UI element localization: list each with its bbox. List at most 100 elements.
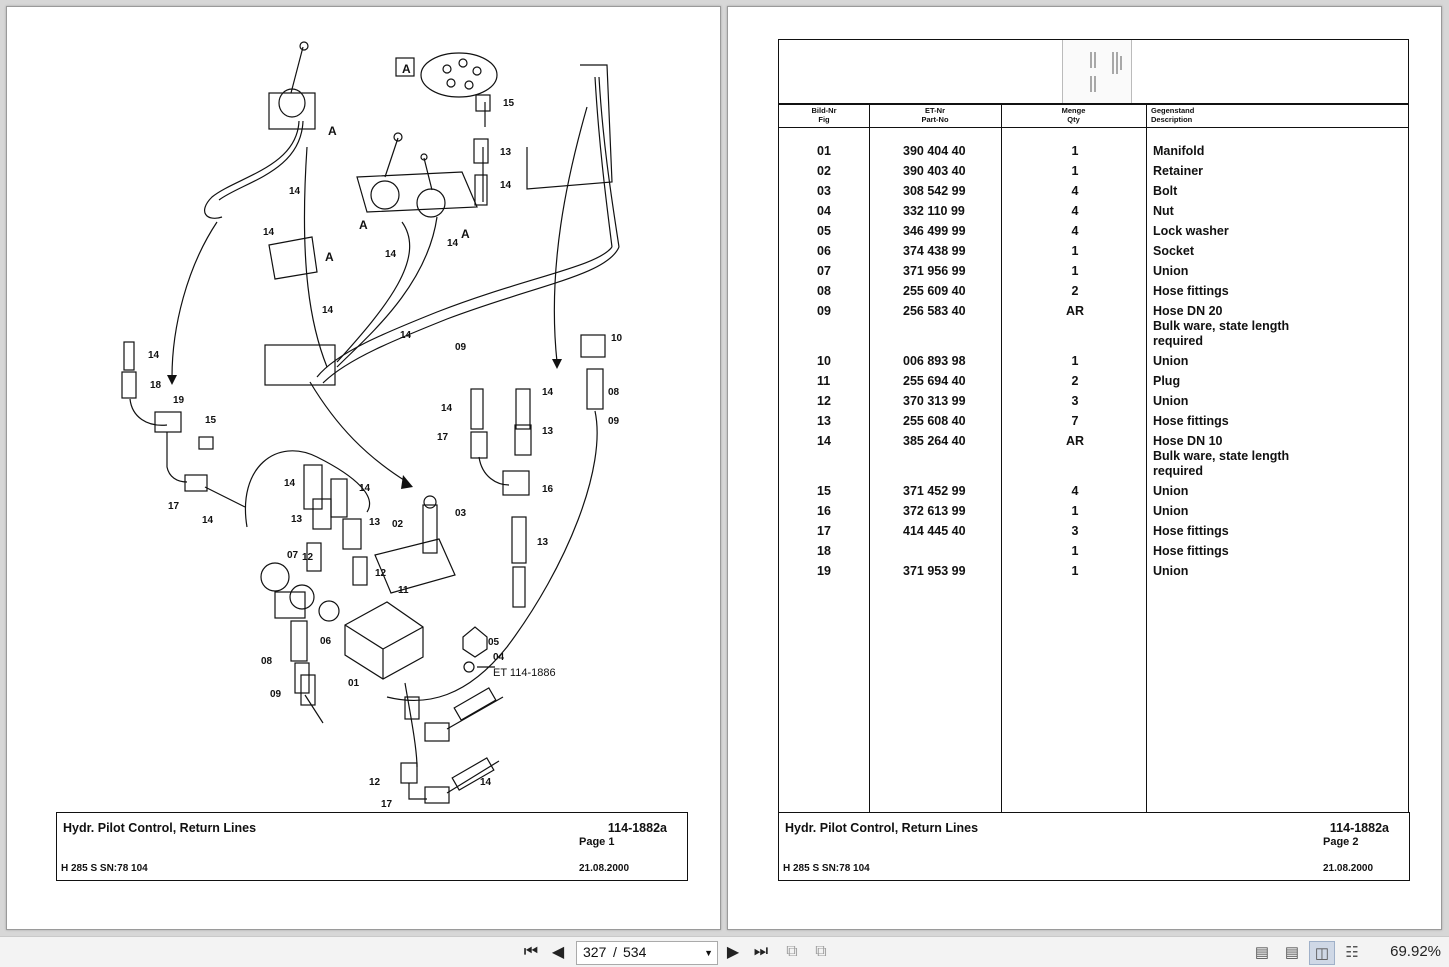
zoom-level[interactable]: 69.92%	[1390, 943, 1441, 960]
description-cell: Union	[1153, 354, 1313, 369]
rotate-prev-icon[interactable]: ⧉	[786, 943, 798, 960]
svg-text:14: 14	[441, 403, 453, 414]
date-label: 21.08.2000	[579, 863, 630, 874]
svg-text:14: 14	[284, 478, 296, 489]
svg-text:13: 13	[291, 514, 303, 525]
page-number-input[interactable]: 327 / 534 ▼	[576, 941, 718, 965]
svg-text:14: 14	[322, 305, 334, 316]
fig-cell: 18	[817, 544, 831, 558]
svg-text:03: 03	[455, 508, 467, 519]
svg-text:14: 14	[289, 186, 301, 197]
drawing-title: Hydr. Pilot Control, Return Lines	[785, 821, 979, 835]
description-line: Hose fittings	[1153, 544, 1229, 558]
first-page-icon[interactable]: ⏮	[523, 943, 539, 960]
fig-cell: 17	[817, 524, 831, 538]
doc-number: 114-1882a	[1329, 821, 1389, 835]
svg-text:12: 12	[375, 568, 387, 579]
svg-text:12: 12	[302, 552, 314, 563]
svg-text:14: 14	[385, 249, 397, 260]
svg-text:09: 09	[270, 689, 282, 700]
next-page-icon[interactable]: ▶	[726, 944, 740, 961]
svg-text:01: 01	[348, 678, 360, 689]
description-line: Hose fittings	[1153, 284, 1229, 298]
qty-cell: AR	[1065, 434, 1085, 448]
part-no-cell: 255 608 40	[903, 414, 966, 428]
part-no-cell: 385 264 40	[903, 434, 966, 448]
description-line: Hose fittings	[1153, 524, 1229, 538]
header-qty-de: Menge	[1061, 106, 1086, 115]
page-label: Page 1	[579, 836, 615, 848]
svg-text:06: 06	[320, 636, 332, 647]
date-label: 21.08.2000	[1323, 863, 1374, 874]
svg-text:A: A	[325, 250, 334, 264]
svg-text:14: 14	[202, 515, 214, 526]
fig-cell: 11	[817, 374, 831, 388]
description-line: Plug	[1153, 374, 1181, 388]
qty-cell: 7	[1071, 414, 1079, 428]
part-no-cell: 255 609 40	[903, 284, 966, 298]
svg-text:14: 14	[400, 330, 412, 341]
header-fig-de: Bild-Nr	[811, 106, 837, 115]
header-part-de: ET-Nr	[924, 106, 945, 115]
header-fig: Bild-Nr Fig	[779, 106, 869, 124]
svg-text:14: 14	[480, 777, 492, 788]
page-separator: /	[613, 944, 617, 960]
ref-label: ET 114-1886	[493, 667, 556, 679]
qty-cell: 3	[1071, 394, 1079, 408]
fig-cell: 12	[817, 394, 831, 408]
qty-cell: 1	[1071, 244, 1079, 258]
svg-text:12: 12	[369, 777, 381, 788]
svg-text:17: 17	[381, 799, 393, 807]
logo-stamp	[1062, 40, 1132, 103]
svg-text:A: A	[461, 227, 470, 241]
chevron-down-icon[interactable]: ▼	[704, 948, 713, 958]
header-qty-en: Qty	[1067, 115, 1080, 124]
facing-view-icon[interactable]: ◫	[1309, 941, 1335, 965]
fig-cell: 03	[817, 184, 831, 198]
svg-text:11: 11	[398, 585, 409, 596]
header-qty: Menge Qty	[1001, 106, 1146, 124]
prev-page-icon[interactable]: ◀	[551, 944, 565, 961]
description-cell: Socket	[1153, 244, 1313, 259]
fig-cell: 06	[817, 244, 831, 258]
qty-cell: 1	[1071, 504, 1079, 518]
current-page[interactable]: 327	[583, 944, 607, 960]
header-part-en: Part-No	[921, 115, 949, 124]
part-no-cell: 370 313 99	[903, 394, 966, 408]
stamp-graphic	[1090, 52, 1122, 92]
last-page-icon[interactable]: ⏭	[753, 943, 769, 960]
description-line: Union	[1153, 504, 1189, 518]
qty-cell: 3	[1071, 524, 1079, 538]
part-no-cell: 390 404 40	[903, 144, 966, 158]
svg-text:09: 09	[608, 416, 620, 427]
description-line: Union	[1153, 354, 1189, 368]
description-line: Retainer	[1153, 164, 1204, 178]
description-cell: Bolt	[1153, 184, 1313, 199]
col-divider	[869, 104, 870, 812]
description-cell: Union	[1153, 394, 1313, 409]
svg-text:15: 15	[503, 98, 515, 109]
description-cell: Lock washer	[1153, 224, 1313, 239]
description-line: required	[1153, 334, 1204, 348]
document-page-2: Bild-Nr Fig ET-Nr Part-No Menge Qty Gege…	[727, 6, 1442, 930]
table-top-area	[779, 40, 1408, 104]
qty-cell: 1	[1071, 264, 1079, 278]
svg-text:19: 19	[173, 395, 185, 406]
svg-text:17: 17	[168, 501, 180, 512]
part-no-cell: 308 542 99	[903, 184, 966, 198]
model-label: H 285 S SN:78 104	[61, 863, 148, 874]
model-label: H 285 S SN:78 104	[783, 863, 870, 874]
col-divider	[1001, 104, 1002, 812]
rotate-next-icon[interactable]: ⧉	[815, 943, 827, 960]
qty-cell: 1	[1071, 544, 1079, 558]
description-line: Bolt	[1153, 184, 1178, 198]
continuous-view-icon[interactable]: ▤	[1284, 944, 1300, 961]
title-block-page-2: Hydr. Pilot Control, Return Lines 114-18…	[778, 812, 1410, 881]
description-line: Hose fittings	[1153, 414, 1229, 428]
single-page-view-icon[interactable]: ▤	[1254, 944, 1270, 961]
description-cell: Union	[1153, 484, 1313, 499]
description-cell: Hose fittings	[1153, 284, 1313, 299]
svg-text:13: 13	[542, 426, 554, 437]
svg-text:08: 08	[608, 387, 620, 398]
continuous-facing-view-icon[interactable]: ☷	[1345, 944, 1359, 961]
